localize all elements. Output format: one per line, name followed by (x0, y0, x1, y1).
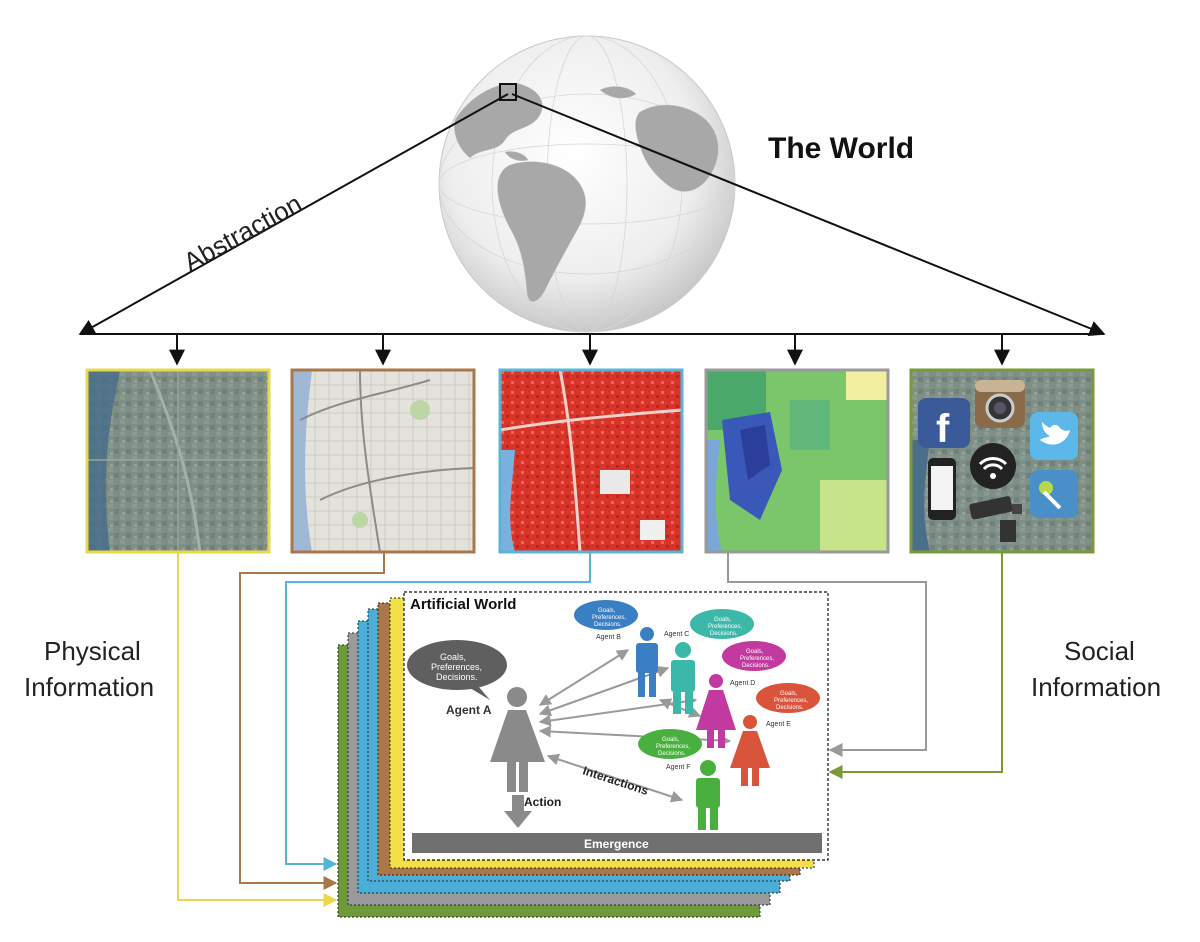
abstraction-lines (78, 93, 1106, 337)
action-label: Action (524, 795, 561, 809)
artificial-world-panel: Artificial World Emergence Goals, Prefer… (403, 591, 829, 861)
artificial-world-title: Artificial World (410, 596, 516, 613)
physical-information-label: Physical Information (24, 636, 154, 702)
cctv-icon (969, 496, 1022, 542)
physical-label-line1: Physical (44, 636, 141, 666)
bubble-b-line2: Preferences, (592, 615, 626, 621)
layer-street-map (290, 368, 476, 554)
bubble-f-line2: Preferences, (656, 744, 690, 750)
bubble-e-line1: Goals, (780, 691, 798, 697)
bubble-b-line1: Goals, (598, 608, 616, 614)
bubble-f-line1: Goals, (662, 737, 680, 743)
bubble-e-line2: Preferences, (774, 698, 808, 704)
agent-b: Goals, Preferences, Decisions. Agent B (574, 600, 658, 697)
bubble-b-line3: Decisions. (594, 622, 622, 628)
agent-a-label: Agent A (446, 703, 492, 717)
connector-blue (285, 552, 591, 871)
bubble-c-line3: Decisions. (710, 631, 738, 637)
twitter-icon (1030, 412, 1078, 460)
layer-social-media: f (909, 368, 1095, 554)
layer-down-arrows (169, 334, 1010, 366)
bubble-a-line2: Preferences, (431, 662, 482, 672)
connector-brown (239, 552, 385, 890)
world-title: The World (768, 132, 914, 165)
instagram-icon (975, 380, 1025, 428)
physical-label-line2: Information (24, 672, 154, 702)
bubble-e-line3: Decisions. (776, 705, 804, 711)
agent-e-label: Agent E (766, 721, 791, 728)
action-arrow (504, 795, 532, 828)
social-information-label: Social Information (1031, 636, 1161, 702)
agent-c-label: Agent C (664, 631, 689, 638)
bubble-c-line1: Goals, (714, 617, 732, 623)
bubble-f-line3: Decisions. (658, 751, 686, 757)
layer-land-use (498, 368, 684, 554)
wifi-icon (970, 443, 1016, 489)
facebook-icon: f (918, 398, 970, 451)
globe (438, 35, 736, 333)
layer-satellite (85, 368, 271, 554)
agent-a-figure (490, 687, 545, 792)
bubble-d-line1: Goals, (746, 649, 764, 655)
layer-choropleth (704, 368, 890, 554)
bubble-a-line1: Goals, (440, 652, 466, 662)
focus-region-box (499, 83, 517, 101)
svg-text:f: f (936, 407, 950, 451)
connector-green (828, 552, 1003, 779)
agent-d: Goals, Preferences, Decisions. Agent D (696, 641, 786, 748)
emergence-bar (412, 833, 822, 853)
bubble-d-line3: Decisions. (742, 663, 770, 669)
agent-b-label: Agent B (596, 634, 621, 641)
agent-a-bubble: Goals, Preferences, Decisions. (407, 640, 507, 700)
agent-d-label: Agent D (730, 680, 755, 687)
emergence-label: Emergence (584, 837, 649, 851)
social-label-line1: Social (1064, 636, 1135, 666)
social-label-line2: Information (1031, 672, 1161, 702)
agent-c: Goals, Preferences, Decisions. Agent C (664, 609, 754, 714)
agent-f: Goals, Preferences, Decisions. Agent F (638, 729, 720, 830)
phone-icon (928, 458, 956, 520)
bubble-a-line3: Decisions. (436, 672, 478, 682)
agent-e: Goals, Preferences, Decisions. Agent E (730, 683, 820, 786)
connector-yellow (177, 552, 338, 907)
connector-gray (727, 552, 927, 757)
abstraction-label: Abstraction (178, 188, 306, 277)
foursquare-icon (1030, 470, 1078, 518)
bubble-c-line2: Preferences, (708, 624, 742, 630)
agent-f-label: Agent F (666, 764, 691, 771)
bubble-d-line2: Preferences, (740, 656, 774, 662)
